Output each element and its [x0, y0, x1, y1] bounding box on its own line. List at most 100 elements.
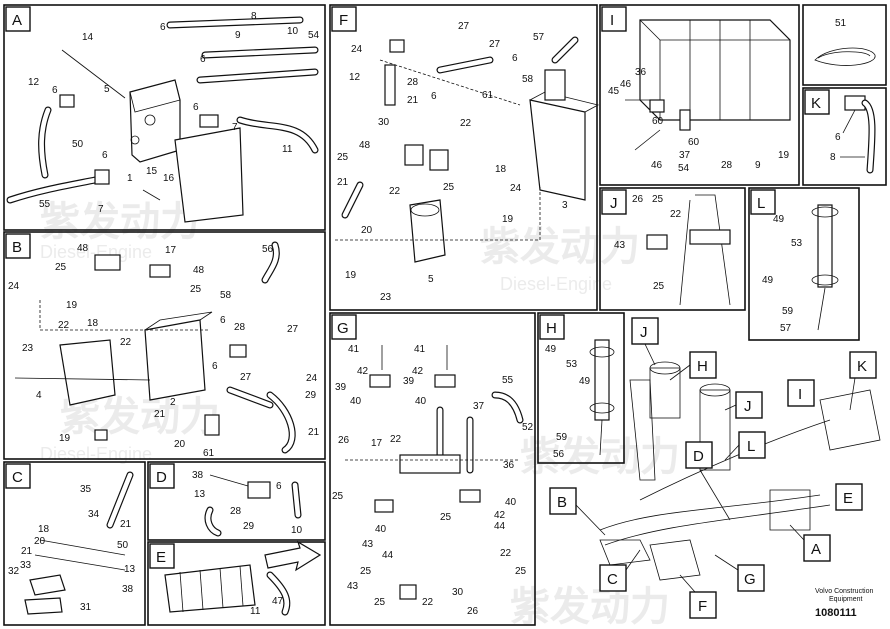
part-number-label: 18 — [495, 164, 507, 175]
part-number-label: 41 — [414, 344, 426, 355]
part-labels: 41 41 42 42 39 39 40 40 55 37 52 26 17 2… — [332, 344, 534, 617]
part-number-label: 15 — [146, 166, 158, 177]
part-number-label: 6 — [512, 53, 518, 64]
part-number-label: 8 — [251, 11, 257, 22]
panel-letter: C — [12, 469, 23, 486]
part-number-label: 43 — [362, 539, 374, 550]
part-number-label: 19 — [66, 300, 78, 311]
part-number-label: 27 — [240, 372, 252, 383]
panel-J: J 26 25 22 43 25 — [599, 187, 746, 311]
part-number-label: 59 — [556, 432, 568, 443]
part-number-label: 2 — [170, 397, 176, 408]
part-number-label: 25 — [55, 262, 67, 273]
footer-company-line2: Equipment — [829, 596, 863, 603]
part-number-label: 6 — [193, 102, 199, 113]
part-number-label: 21 — [407, 95, 419, 106]
part-number-label: 30 — [452, 587, 464, 598]
part-number-label: 61 — [203, 448, 215, 459]
svg-text:Diesel-Engine: Diesel-Engine — [500, 274, 612, 294]
part-number-label: 21 — [21, 546, 33, 557]
svg-text:Diesel-Engine: Diesel-Engine — [40, 444, 152, 464]
part-labels: 49 53 49 59 57 — [762, 214, 803, 334]
part-number-label: 33 — [20, 560, 32, 571]
part-number-label: 20 — [361, 225, 373, 236]
part-number-label: 49 — [545, 344, 557, 355]
part-number-label: 7 — [98, 204, 104, 215]
part-number-label: 57 — [533, 32, 545, 43]
part-number-label: 21 — [154, 409, 166, 420]
part-number-label: 5 — [428, 274, 434, 285]
part-number-label: 58 — [522, 74, 534, 85]
panel-letter: E — [156, 549, 166, 566]
part-number-label: 45 — [608, 86, 620, 97]
part-number-label: 25 — [443, 182, 455, 193]
part-number-label: 21 — [120, 519, 132, 530]
part-number-label: 49 — [773, 214, 785, 225]
part-labels: 26 25 22 43 25 — [614, 194, 682, 292]
panel-I: I 36 45 46 60 60 46 37 54 28 9 19 — [599, 4, 800, 186]
svg-text:紫发动力: 紫发动力 — [60, 395, 220, 439]
footer-number: 1080111 — [815, 607, 857, 619]
part-number-label: 53 — [791, 238, 803, 249]
part-number-label: 42 — [357, 366, 369, 377]
part-number-label: 49 — [762, 275, 774, 286]
part-number-label: 36 — [503, 460, 515, 471]
part-number-label: 55 — [502, 375, 514, 386]
panel-G: G 41 41 42 42 39 39 40 40 55 37 52 26 17… — [329, 312, 536, 626]
part-number-label: 61 — [482, 90, 494, 101]
part-number-label: 38 — [192, 470, 204, 481]
part-number-label: 43 — [347, 581, 359, 592]
machine-callout-letter: I — [798, 386, 802, 403]
part-number-label: 6 — [431, 91, 437, 102]
part-number-label: 57 — [780, 323, 792, 334]
part-number-label: 7 — [232, 122, 238, 133]
part-number-label: 48 — [359, 140, 371, 151]
part-number-label: 13 — [124, 564, 136, 575]
part-number-label: 35 — [80, 484, 92, 495]
part-number-label: 23 — [380, 292, 392, 303]
part-number-label: 25 — [652, 194, 664, 205]
part-number-label: 47 — [272, 596, 284, 607]
part-number-label: 28 — [407, 77, 419, 88]
panel-letter: G — [337, 320, 349, 337]
part-number-label: 53 — [566, 359, 578, 370]
footer: Volvo Construction Equipment 1080111 — [815, 588, 873, 619]
part-number-label: 8 — [830, 152, 836, 163]
part-labels: 6 8 — [830, 132, 841, 163]
part-number-label: 19 — [345, 270, 357, 281]
part-number-label: 10 — [287, 26, 299, 37]
part-number-label: 21 — [308, 427, 320, 438]
panel-letter: J — [610, 195, 618, 212]
part-number-label: 17 — [371, 438, 383, 449]
part-number-label: 22 — [58, 320, 70, 331]
part-number-label: 3 — [562, 200, 568, 211]
panel-C: C 35 34 21 18 20 50 21 13 32 33 38 31 — [3, 461, 146, 626]
part-number-label: 37 — [473, 401, 485, 412]
part-number-label: 34 — [88, 509, 100, 520]
panel-letter: F — [339, 12, 348, 29]
part-number-label: 56 — [262, 244, 274, 255]
panel-E: E 11 47 — [147, 540, 326, 626]
part-number-label: 6 — [200, 54, 206, 65]
panel-letter: B — [12, 239, 22, 256]
part-number-label: 26 — [632, 194, 644, 205]
part-number-label: 22 — [500, 548, 512, 559]
part-number-label: 37 — [679, 150, 691, 161]
panel-L: L 49 53 49 59 57 — [748, 187, 860, 341]
svg-text:紫发动力: 紫发动力 — [480, 225, 640, 269]
part-number-label: 29 — [243, 521, 255, 532]
part-number-label: 26 — [467, 606, 479, 617]
part-number-label: 28 — [230, 506, 242, 517]
part-labels: 11 47 — [250, 596, 284, 617]
part-labels: 48 17 56 25 48 24 19 25 58 18 22 6 28 27… — [8, 243, 320, 459]
part-number-label: 51 — [835, 18, 847, 29]
part-number-label: 25 — [515, 566, 527, 577]
panel-letter: D — [156, 469, 167, 486]
part-number-label: 25 — [440, 512, 452, 523]
part-number-label: 42 — [494, 510, 506, 521]
machine-callout-letter: J — [640, 324, 648, 341]
part-number-label: 27 — [489, 39, 501, 50]
part-number-label: 18 — [87, 318, 99, 329]
part-number-label: 6 — [160, 22, 166, 33]
